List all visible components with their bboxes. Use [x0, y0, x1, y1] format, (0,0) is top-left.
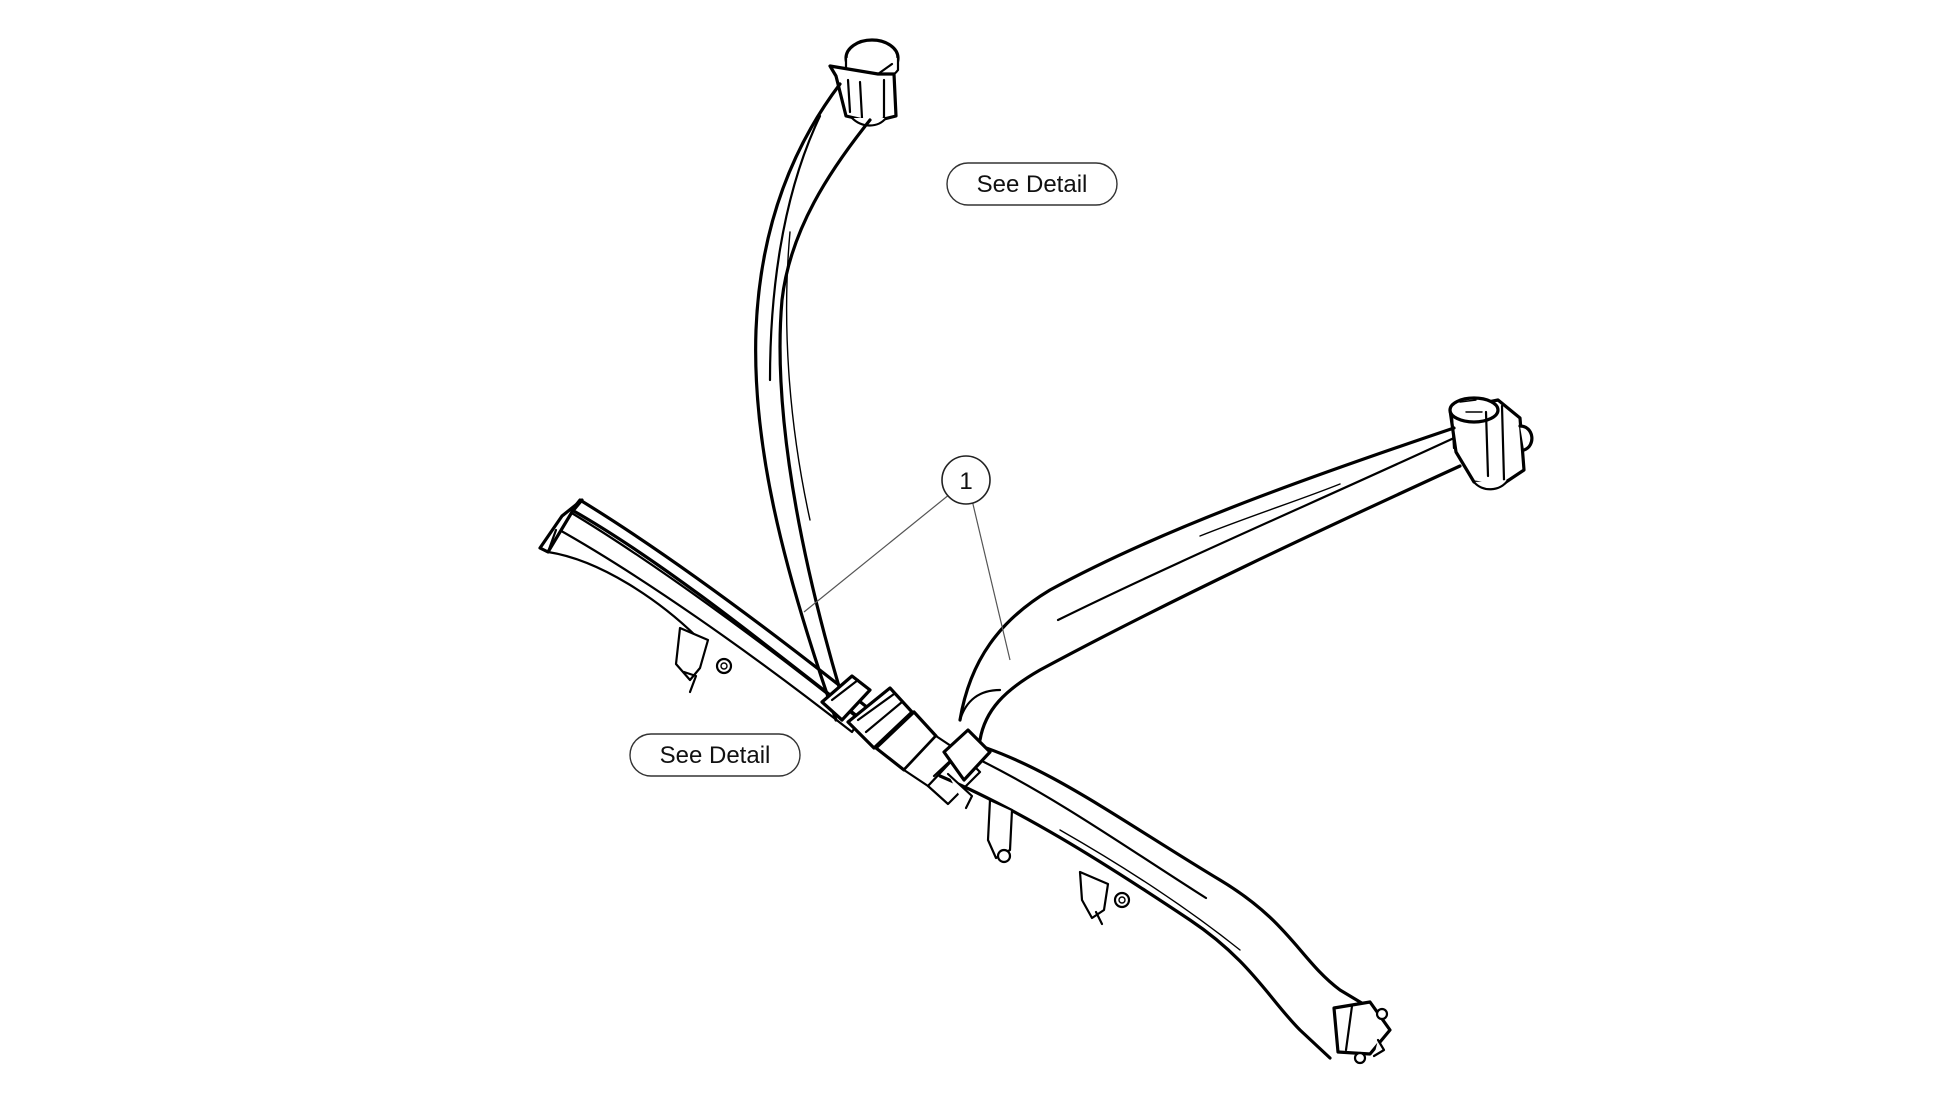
balloon-circle	[941, 455, 991, 505]
left-shoulder-belt	[754, 38, 900, 722]
right-lap-belt	[938, 728, 1392, 1065]
lower-right-anchor	[1332, 1000, 1392, 1065]
callout-frame	[946, 162, 1118, 206]
right-shoulder-belt	[958, 396, 1534, 742]
leader-line-right	[971, 499, 1011, 661]
callout-label: See Detail	[977, 171, 1088, 198]
right-anchor-retractor	[1448, 396, 1534, 491]
see-detail-callout-lower[interactable]: See Detail	[629, 733, 801, 777]
callout-label: See Detail	[660, 742, 771, 769]
balloon-number: 1	[959, 468, 972, 495]
see-detail-callout-upper[interactable]: See Detail	[946, 162, 1118, 206]
item-balloon: 1	[803, 455, 1011, 661]
callout-frame	[629, 733, 801, 777]
leader-line-left	[803, 493, 951, 613]
